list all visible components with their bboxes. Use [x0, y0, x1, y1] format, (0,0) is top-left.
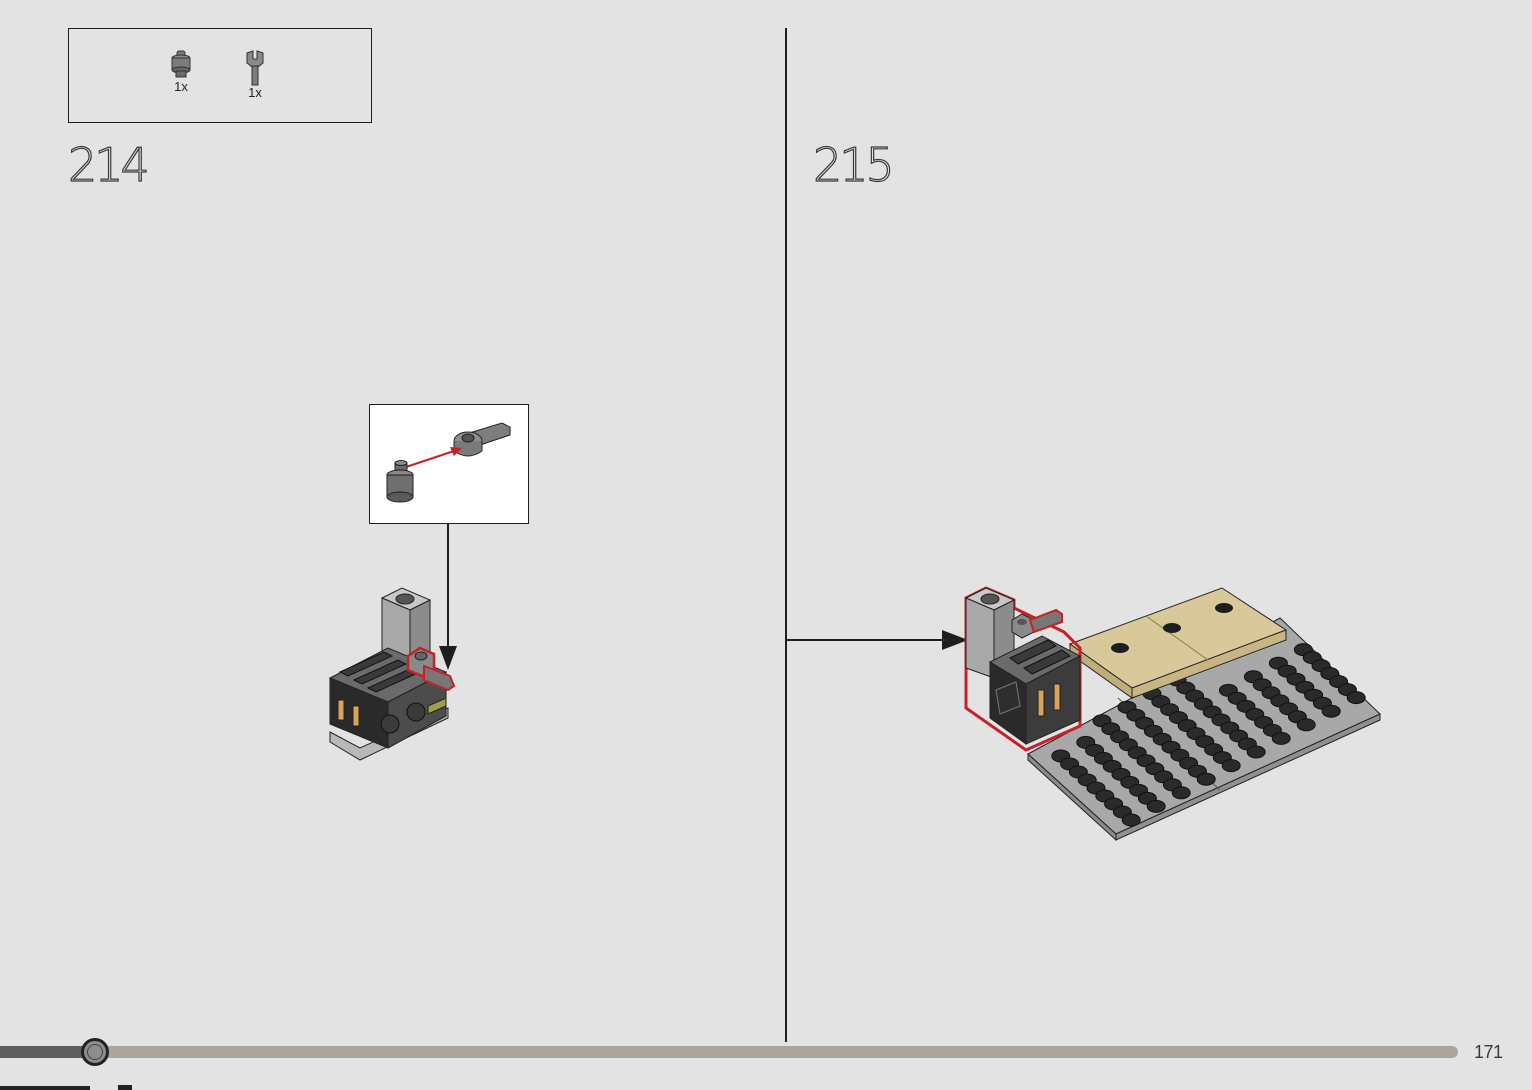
callout-arrow-icon [439, 524, 457, 670]
sub-assembly-callout [369, 404, 529, 524]
bar-holder-clip-icon [242, 49, 268, 87]
stud [1272, 732, 1290, 744]
part-quantity: 1x [235, 85, 275, 100]
part-quantity: 1x [161, 79, 201, 94]
attach-arrow-icon [406, 447, 462, 467]
bottom-edge-bar [0, 1086, 90, 1090]
attached-sub-assembly [966, 588, 1080, 750]
page-number: 171 [1474, 1042, 1503, 1063]
parts-list-box: 1x 1x [68, 28, 372, 123]
step-number-214: 214 [68, 142, 147, 188]
stud [1122, 814, 1140, 826]
bottom-edge-mark [118, 1085, 132, 1090]
page-divider [785, 28, 787, 1042]
stud [1147, 800, 1165, 812]
stud [1247, 746, 1265, 758]
round-plate-icon [169, 49, 193, 81]
clip-part-icon [454, 423, 510, 456]
progress-knob [81, 1038, 109, 1066]
step-215-model-illustration [960, 578, 1390, 848]
step-215-arrow [786, 620, 976, 660]
step-214-model-illustration [320, 520, 480, 770]
stud [1197, 773, 1215, 785]
stud [1322, 705, 1340, 717]
stud [1347, 692, 1365, 704]
progress-track [0, 1046, 1458, 1058]
step-number-215: 215 [813, 142, 892, 188]
part-bar-holder-clip: 1x [235, 49, 275, 100]
part-round-plate: 1x [161, 49, 201, 94]
stud [1297, 719, 1315, 731]
stud [1172, 787, 1190, 799]
stud [1222, 760, 1240, 772]
sub-assembly-illustration [370, 405, 527, 522]
